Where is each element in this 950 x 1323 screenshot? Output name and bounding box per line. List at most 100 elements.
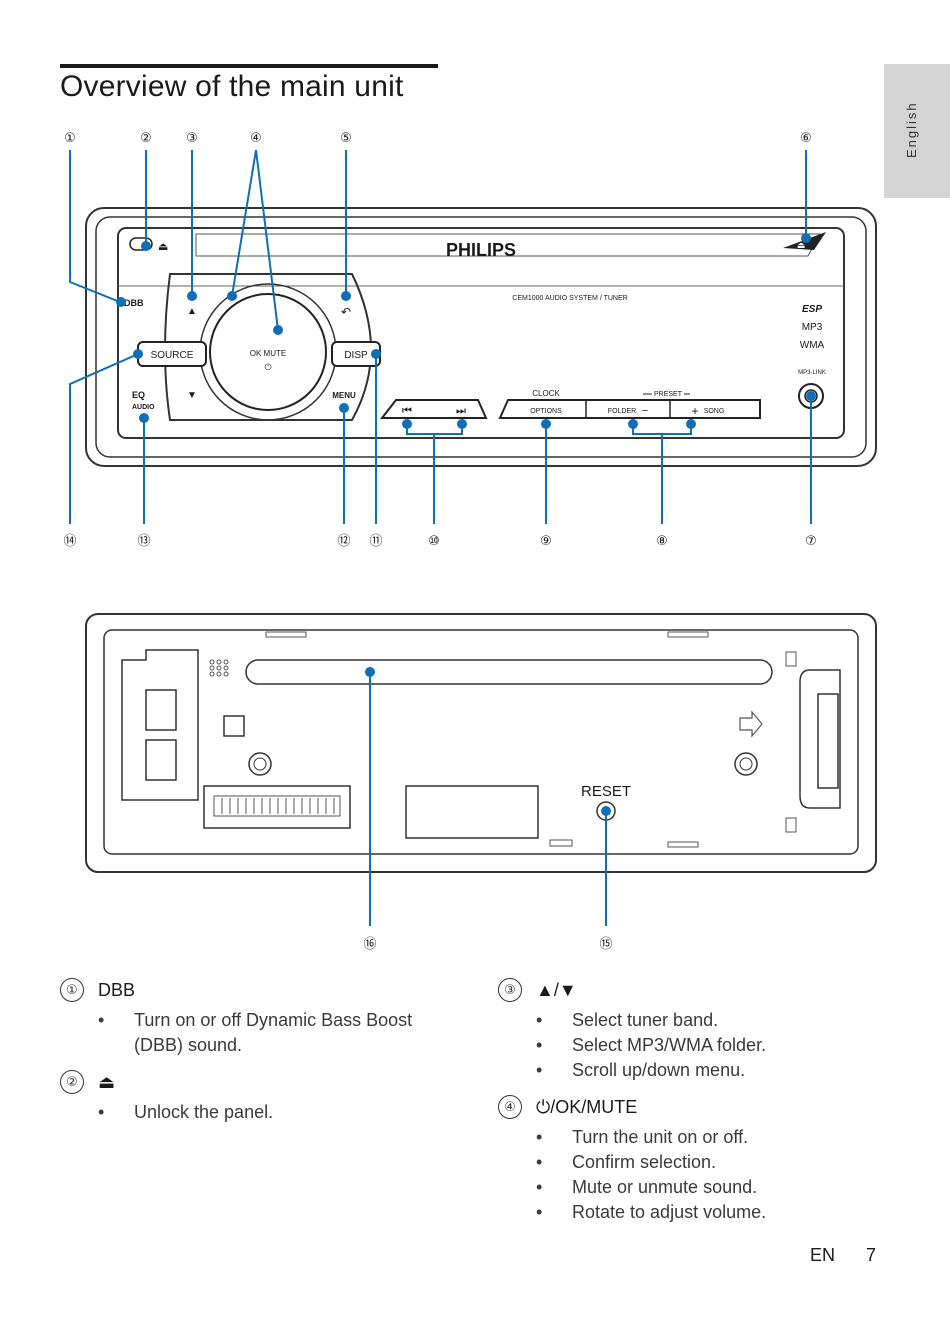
callout-12: ⑫	[337, 534, 350, 549]
options-label: OPTIONS	[530, 408, 562, 415]
disc-slot	[195, 233, 821, 257]
bottom-button-strip	[498, 399, 761, 419]
eq-label: EQ	[132, 390, 145, 400]
rear-panel-inner	[103, 629, 859, 855]
callout-3: ③	[186, 131, 198, 146]
page-title: Overview of the main unit	[60, 70, 404, 103]
front-panel-diagram: ⏏ PHILIPS CEM1000 AUDIO SYSTEM / TUNER ⏏…	[63, 131, 877, 549]
description-head: ② ⏏	[60, 1070, 460, 1094]
description-label: ▲/▼	[536, 979, 577, 1000]
description-item: Rotate to adjust volume.	[498, 1200, 898, 1225]
callout-5: ⑤	[340, 131, 352, 146]
callout-13: ⑬	[137, 534, 150, 549]
screw-right	[734, 752, 758, 776]
description-item: Select MP3/WMA folder.	[498, 1033, 898, 1058]
rear-right-bracket	[799, 669, 841, 809]
dbb-label: DBB	[124, 298, 144, 308]
audio-label: AUDIO	[132, 404, 155, 411]
wma-label: WMA	[800, 340, 825, 351]
rear-disc-slot	[245, 659, 773, 685]
rear-left-bracket	[121, 649, 199, 801]
callout-6: ⑥	[800, 131, 812, 146]
eject-icon: ⏏	[797, 240, 806, 250]
description-list: Select tuner band. Select MP3/WMA folder…	[498, 1008, 898, 1083]
description-item-continuation: (DBB) sound.	[134, 1035, 243, 1055]
description-item: Scroll up/down menu.	[498, 1058, 898, 1083]
reset-label: RESET	[581, 783, 631, 800]
description-head: ③ ▲/▼	[498, 978, 898, 1002]
control-cluster-frame	[164, 273, 372, 421]
release-button	[129, 237, 153, 251]
back-icon: ↶	[341, 305, 351, 319]
description-list: Turn the unit on or off. Confirm selecti…	[498, 1125, 898, 1225]
source-label: SOURCE	[151, 350, 194, 361]
description-label: DBB	[98, 979, 136, 1000]
power-icon: ⏻	[264, 362, 271, 372]
description-number: ③	[498, 978, 522, 1002]
brand-logo: PHILIPS	[446, 240, 516, 260]
callout-4: ④	[250, 131, 262, 146]
release-icon: ⏏	[158, 241, 168, 253]
description-number: ④	[498, 1095, 522, 1119]
minus-label: −	[642, 405, 648, 417]
mp3-label: MP3	[802, 322, 823, 333]
rear-panel-diagram: RESET ⑯ ⑮	[85, 613, 877, 952]
screw-left	[248, 752, 272, 776]
preset-label-bg	[652, 388, 684, 398]
description-item: Turn on or off Dynamic Bass Boost	[60, 1008, 460, 1033]
language-tab	[884, 64, 950, 198]
callout-8: ⑧	[656, 534, 668, 549]
connector-pins	[221, 798, 335, 814]
rear-panel-housing	[85, 613, 877, 873]
model-label: CEM1000 AUDIO SYSTEM / TUNER	[512, 295, 627, 302]
description-item: Unlock the panel.	[60, 1100, 460, 1125]
arrow-right-icon	[739, 710, 763, 738]
preset-label: PRESET	[654, 391, 683, 398]
front-panel-face	[117, 227, 845, 439]
callout-7: ⑦	[805, 534, 817, 549]
prev-next-button	[379, 399, 488, 419]
description-item: Select tuner band.	[498, 1008, 898, 1033]
menu-label: MENU	[332, 391, 356, 400]
ok-mute-label: OK MUTE	[250, 349, 286, 358]
callout-9: ⑨	[540, 534, 552, 549]
front-callouts: ① ② ③ ④ ⑤ ⑥ ⑦ ⑧ ⑨ ⑩ ⑪ ⑫ ⑬ ⑭	[63, 131, 816, 549]
folder-label: FOLDER	[608, 408, 636, 415]
description-column-left: ① DBB Turn on or off Dynamic Bass Boost …	[60, 978, 460, 1137]
vent-dots	[209, 659, 229, 677]
up-arrow-icon: ▲	[187, 306, 197, 317]
esp-label: ESP	[802, 304, 822, 315]
description-label: ⏏	[98, 1071, 116, 1092]
callout-16: ⑯	[363, 937, 376, 952]
leader-dots	[116, 233, 816, 429]
mp3-link-label: MP3-LINK	[798, 370, 826, 376]
description-list: Unlock the panel.	[60, 1100, 460, 1125]
description-item: Mute or unmute sound.	[498, 1175, 898, 1200]
description-head: ① DBB	[60, 978, 460, 1002]
description-column-right: ③ ▲/▼ Select tuner band. Select MP3/WMA …	[498, 978, 898, 1237]
callout-1: ①	[64, 131, 76, 146]
front-panel-inner-frame	[95, 216, 867, 458]
description-number: ②	[60, 1070, 84, 1094]
callout-2: ②	[140, 131, 152, 146]
footer-language: EN	[810, 1245, 836, 1265]
description-item: Confirm selection.	[498, 1150, 898, 1175]
rear-port-block	[405, 785, 539, 839]
clock-label: CLOCK	[532, 389, 560, 398]
volume-knob	[209, 293, 327, 411]
description-head: ④ ⏻/OK/MUTE	[498, 1095, 898, 1119]
title-rule	[60, 64, 438, 68]
rear-square	[223, 715, 245, 737]
disp-label: DISP	[344, 350, 368, 361]
description-list: Turn on or off Dynamic Bass Boost (DBB) …	[60, 1008, 460, 1058]
leader-lines	[69, 149, 812, 524]
down-arrow-icon: ▼	[187, 390, 197, 401]
description-number: ①	[60, 978, 84, 1002]
description-label: ⏻/OK/MUTE	[536, 1096, 638, 1117]
rear-leader-lines	[369, 672, 607, 926]
callout-11: ⑪	[369, 534, 382, 549]
description-item: Turn the unit on or off.	[498, 1125, 898, 1150]
prev-icon: ⏮	[402, 405, 412, 417]
wiring-connector	[203, 785, 351, 829]
